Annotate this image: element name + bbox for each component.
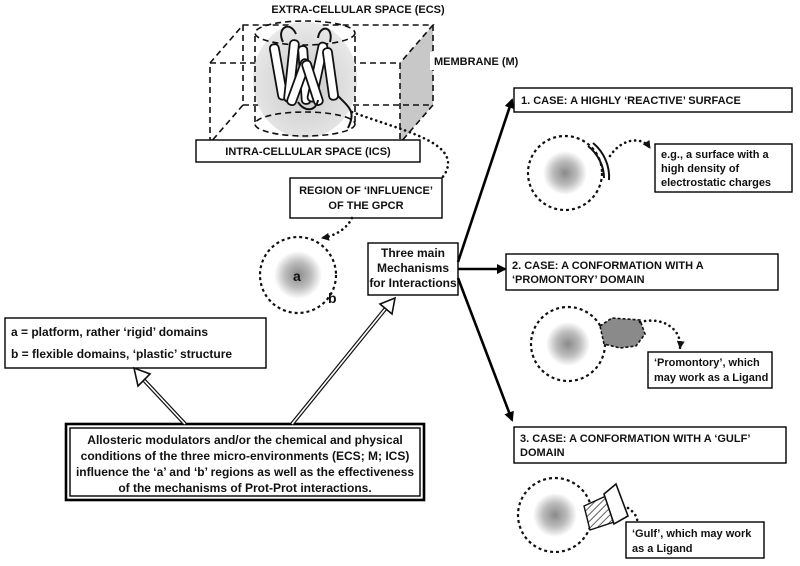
case-1-note-line2: high density of: [661, 163, 740, 175]
mechanisms-line3: for Interactions: [369, 276, 457, 290]
modulator-arrows: [132, 296, 397, 426]
mechanisms-line1: Three main: [381, 246, 445, 260]
membrane-side-face: [400, 25, 433, 143]
region-to-circle-connector: [320, 216, 354, 241]
region-label-line2: OF THE GPCR: [328, 200, 403, 212]
mechanisms-line2: Mechanisms: [377, 261, 449, 275]
region-label-line1: REGION OF ‘INFLUENCE’: [299, 185, 433, 197]
case-3-title-line2: DOMAIN: [520, 447, 565, 459]
case-2-note-line1: ‘Promontory’, which: [654, 357, 760, 369]
membrane-label-box: MEMBRANE (M): [430, 52, 519, 70]
region-of-influence-box: REGION OF ‘INFLUENCE’ OF THE GPCR: [289, 177, 443, 219]
case-3: 3. CASE: A CONFORMATION WITH A ‘GULF’ DO…: [513, 426, 787, 559]
membrane-label: MEMBRANE (M): [434, 56, 519, 68]
modulators-line2: conditions of the three micro-environmen…: [81, 449, 410, 463]
ecs-label-box: EXTRA-CELLULAR SPACE (ECS): [256, 0, 460, 18]
case-2-title-line2: ‘PROMONTORY’ DOMAIN: [512, 274, 645, 286]
gulf-ligand-wedge: [603, 482, 629, 526]
case-2-note-line2: may work as a Ligand: [654, 372, 768, 384]
modulators-box: Allosteric modulators and/or the chemica…: [64, 422, 426, 502]
case-1-note-line3: electrostatic charges: [661, 177, 771, 189]
case-1-title: 1. CASE: A HIGHLY ‘REACTIVE’ SURFACE: [521, 95, 741, 107]
legend-a: a = platform, rather ‘rigid’ domains: [11, 325, 208, 339]
case-2: 2. CASE: A CONFORMATION WITH A ‘PROMONTO…: [505, 253, 779, 389]
gpcr-receptor-icon: [253, 20, 357, 138]
modulators-line3: influence the ‘a’ and ‘b’ regions as wel…: [76, 465, 414, 479]
case-1: 1. CASE: A HIGHLY ‘REACTIVE’ SURFACE e.g…: [513, 87, 793, 212]
ecs-label: EXTRA-CELLULAR SPACE (ECS): [271, 4, 445, 16]
ics-label: INTRA-CELLULAR SPACE (ICS): [225, 146, 391, 158]
region-b-letter: b: [328, 290, 337, 306]
mechanisms-box: Three main Mechanisms for Interactions: [367, 242, 459, 296]
case-1-note-line1: e.g., a surface with a: [661, 149, 769, 161]
case-3-note-line2: as a Ligand: [632, 543, 693, 555]
modulators-line1: Allosteric modulators and/or the chemica…: [87, 433, 402, 447]
promontory-shape: [599, 317, 646, 349]
ics-label-box: INTRA-CELLULAR SPACE (ICS): [195, 139, 421, 163]
case-3-note-line1: ‘Gulf’, which may work: [632, 528, 752, 540]
reactive-surface-mark: [587, 142, 611, 181]
case-2-title-line1: 2. CASE: A CONFORMATION WITH A: [512, 260, 704, 272]
legend-box: a = platform, rather ‘rigid’ domains b =…: [4, 317, 267, 369]
legend-b: b = flexible domains, ‘plastic’ structur…: [11, 347, 232, 361]
influence-region-circle: a b: [258, 235, 338, 315]
case-3-title-line1: 3. CASE: A CONFORMATION WITH A ‘GULF’: [520, 433, 750, 445]
region-a-letter: a: [293, 268, 301, 284]
modulators-line4: of the mechanisms of Prot-Prot interacti…: [118, 481, 371, 495]
case-arrows: [456, 98, 515, 422]
